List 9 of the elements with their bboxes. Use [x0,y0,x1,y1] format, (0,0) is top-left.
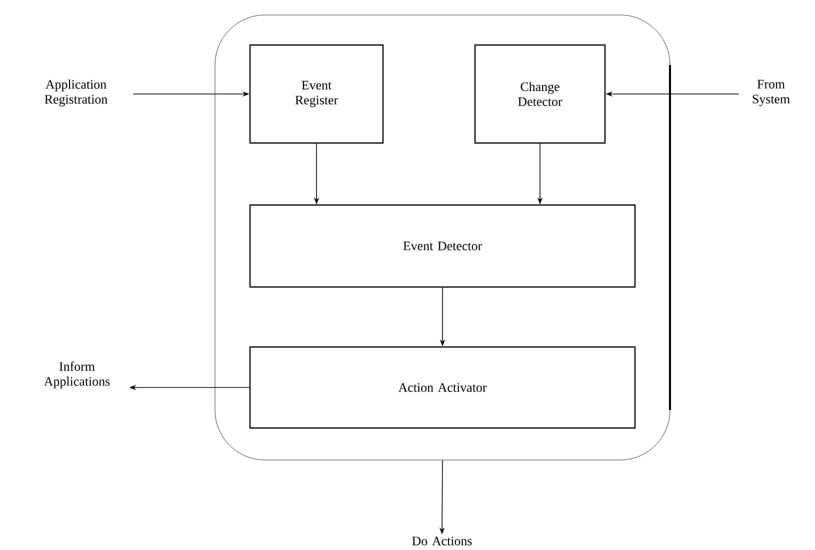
io-label: Application Registration [44,80,108,106]
process-box: Change Detector [474,44,606,144]
io-label: Do Actions [412,536,472,546]
io-label: From System [752,80,790,106]
process-box: Action Activator [249,346,636,429]
io-label: Inform Applications [44,362,110,388]
container-outline [214,14,671,460]
process-box: Event Register [249,44,384,144]
process-box: Event Detector [249,204,636,288]
